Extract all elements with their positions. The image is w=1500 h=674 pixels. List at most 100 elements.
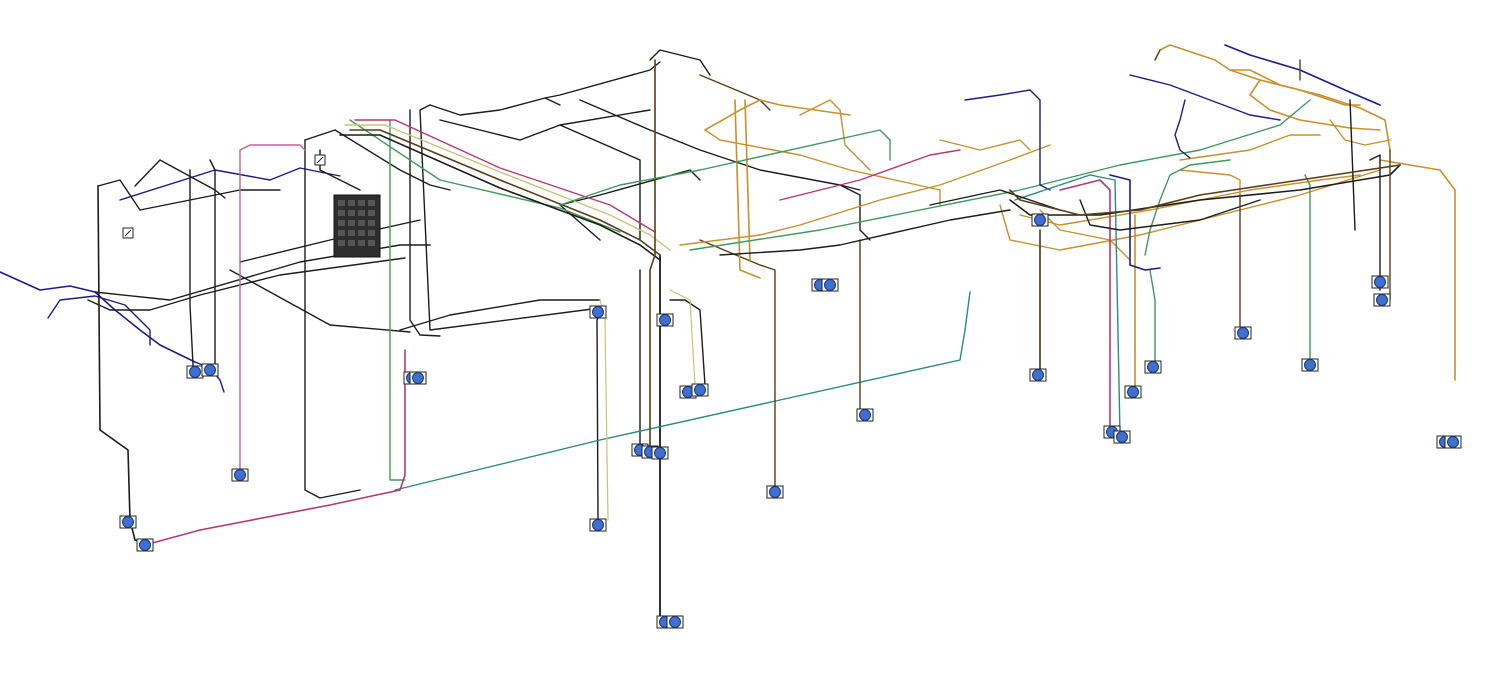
conduit-run-76 (779, 149, 961, 201)
devices (119, 154, 1462, 629)
conduit-run-15 (304, 129, 451, 191)
conduit-run-66 (559, 129, 891, 206)
switch-icon-35 (314, 154, 326, 166)
conduit-run-32 (394, 291, 971, 491)
receptacle-icon-20 (821, 278, 839, 292)
receptacle-icon-3 (231, 468, 249, 482)
conduit-run-2 (47, 295, 151, 346)
conduit-run-41 (354, 119, 656, 233)
conduit-run-10 (87, 257, 406, 311)
conduit-run-25 (649, 49, 711, 76)
receptacle-icon-27 (1144, 360, 1162, 374)
conduit-run-44 (649, 59, 656, 451)
receptacle-icon-25 (1113, 430, 1131, 444)
receptacle-icon-33 (1444, 435, 1462, 449)
conduit-run-42 (599, 299, 609, 521)
conduit-run-6 (97, 179, 281, 211)
conduit-run-67 (689, 99, 1311, 251)
conduit-run-27 (839, 184, 871, 241)
receptacle-icon-1 (136, 538, 154, 552)
conduit-run-59 (1249, 79, 1381, 131)
receptacle-icon-18 (766, 485, 784, 499)
receptacle-icon-23 (1031, 213, 1049, 227)
receptacle-icon-10 (656, 313, 674, 327)
receptacle-icon-22 (1029, 368, 1047, 382)
receptacle-icon-5 (201, 363, 219, 377)
conduit-run-69 (1304, 174, 1311, 366)
conduit-run-37 (239, 179, 243, 476)
conduit-run-18 (419, 104, 601, 331)
conduit-run-74 (1109, 174, 1161, 271)
conduit-run-77 (1059, 179, 1111, 431)
electrical-panel-icon (333, 194, 381, 258)
conduit-run-26 (579, 99, 861, 191)
receptacle-icon-29 (1301, 358, 1319, 372)
conduit-run-51 (704, 129, 941, 206)
switch-icon-34 (122, 227, 134, 239)
conduit-run-12 (229, 269, 411, 333)
receptacle-icon-31 (1373, 293, 1391, 307)
conduit-run-23 (559, 169, 701, 241)
conduit-run-20 (439, 109, 651, 141)
conduit-run-80 (929, 189, 1061, 211)
conduit-run-19 (429, 97, 561, 116)
conduit-run-5 (97, 185, 151, 546)
conduit-run-91 (1154, 49, 1161, 61)
conduit-run-75 (1174, 99, 1191, 159)
receptacle-icon-28 (1234, 326, 1252, 340)
conduit-run-62 (1179, 169, 1241, 196)
conduit-run-22 (559, 124, 641, 241)
conduit-run-13 (239, 219, 421, 263)
conduit-run-71 (964, 89, 1051, 191)
receptacle-icon-21 (856, 408, 874, 422)
conduit-run-73 (1129, 74, 1281, 121)
conduit-run-85 (1349, 99, 1356, 231)
conduit-run-28 (596, 311, 601, 521)
conduit-run-36 (239, 144, 306, 181)
conduit-run-9 (209, 159, 216, 366)
conduit-run-48 (704, 99, 851, 131)
receptacle-icon-4 (186, 365, 204, 379)
conduit-run-3 (119, 167, 341, 201)
conduit-run-82 (1079, 199, 1261, 231)
receptacle-icon-8 (589, 518, 607, 532)
conduit-run-31 (669, 299, 706, 386)
conduit-run-21 (544, 61, 661, 99)
conduit-run-72 (1224, 44, 1381, 106)
receptacle-icon-26 (1124, 385, 1142, 399)
receptacle-icon-7 (409, 371, 427, 385)
conduit-run-84 (1369, 154, 1381, 291)
conduit-run-50 (744, 99, 751, 261)
conduit-run-8 (189, 169, 194, 366)
conduit-run-86 (1009, 164, 1401, 216)
conduit-run-7 (134, 159, 226, 199)
conduit-run-60 (1229, 69, 1391, 151)
conduit-run-70 (1149, 269, 1156, 366)
conduit-run-78 (1014, 174, 1121, 436)
conduit-run-16 (319, 149, 361, 191)
conduit-run-35 (144, 349, 406, 546)
conduit-run-33 (349, 119, 621, 233)
conduit-run-49 (734, 99, 761, 279)
conduit-run-14 (304, 139, 361, 499)
conduit-run-39 (344, 124, 671, 251)
conduit-run-40 (339, 134, 661, 261)
conduit-run-56 (1039, 209, 1131, 261)
conduit-run-63 (1379, 159, 1456, 381)
receptacle-icon-12 (691, 383, 709, 397)
conduit-run-24 (399, 299, 601, 331)
conduit-run-1 (0, 271, 196, 363)
conduit-run-52 (799, 99, 871, 171)
conduit-run-58 (1159, 44, 1361, 106)
receptacle-icon-2 (119, 515, 137, 529)
conduit-run-61 (1179, 134, 1321, 161)
receptacle-icon-15 (651, 446, 669, 460)
conduit-runs (0, 44, 1456, 621)
conduit-run-68 (1144, 159, 1231, 256)
receptacle-icon-9 (589, 305, 607, 319)
conduit-run-17 (409, 109, 441, 337)
conduit-run-34 (389, 119, 406, 481)
conduit-run-53 (679, 144, 1051, 246)
